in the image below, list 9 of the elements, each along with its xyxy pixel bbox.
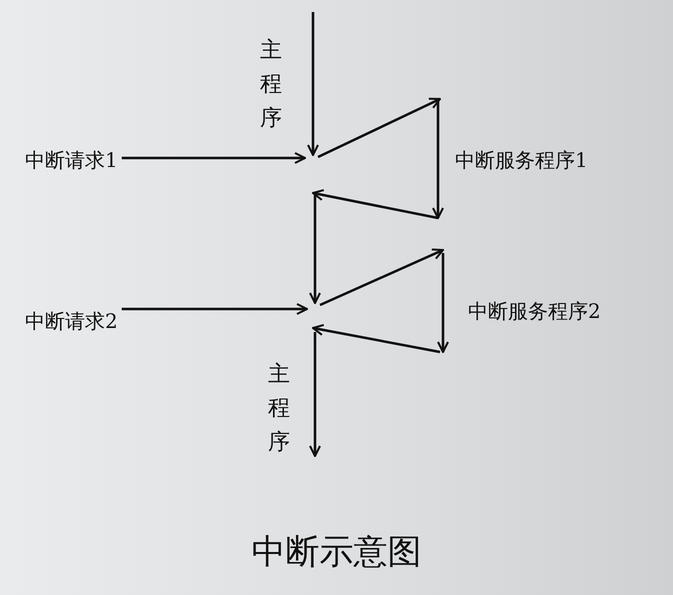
vertical-label: 主程序 xyxy=(260,37,282,133)
diagram-title: 中断示意图 xyxy=(250,535,422,569)
arrow xyxy=(122,303,308,315)
vertical-label: 主程序 xyxy=(268,361,290,457)
request-label: 中断请求1 xyxy=(25,150,122,170)
routine-label: 中断服务程序1 xyxy=(455,150,588,170)
routine-label: 中断服务程序2 xyxy=(468,301,601,321)
request-label: 中断请求2 xyxy=(25,311,122,331)
arrow xyxy=(122,152,306,164)
